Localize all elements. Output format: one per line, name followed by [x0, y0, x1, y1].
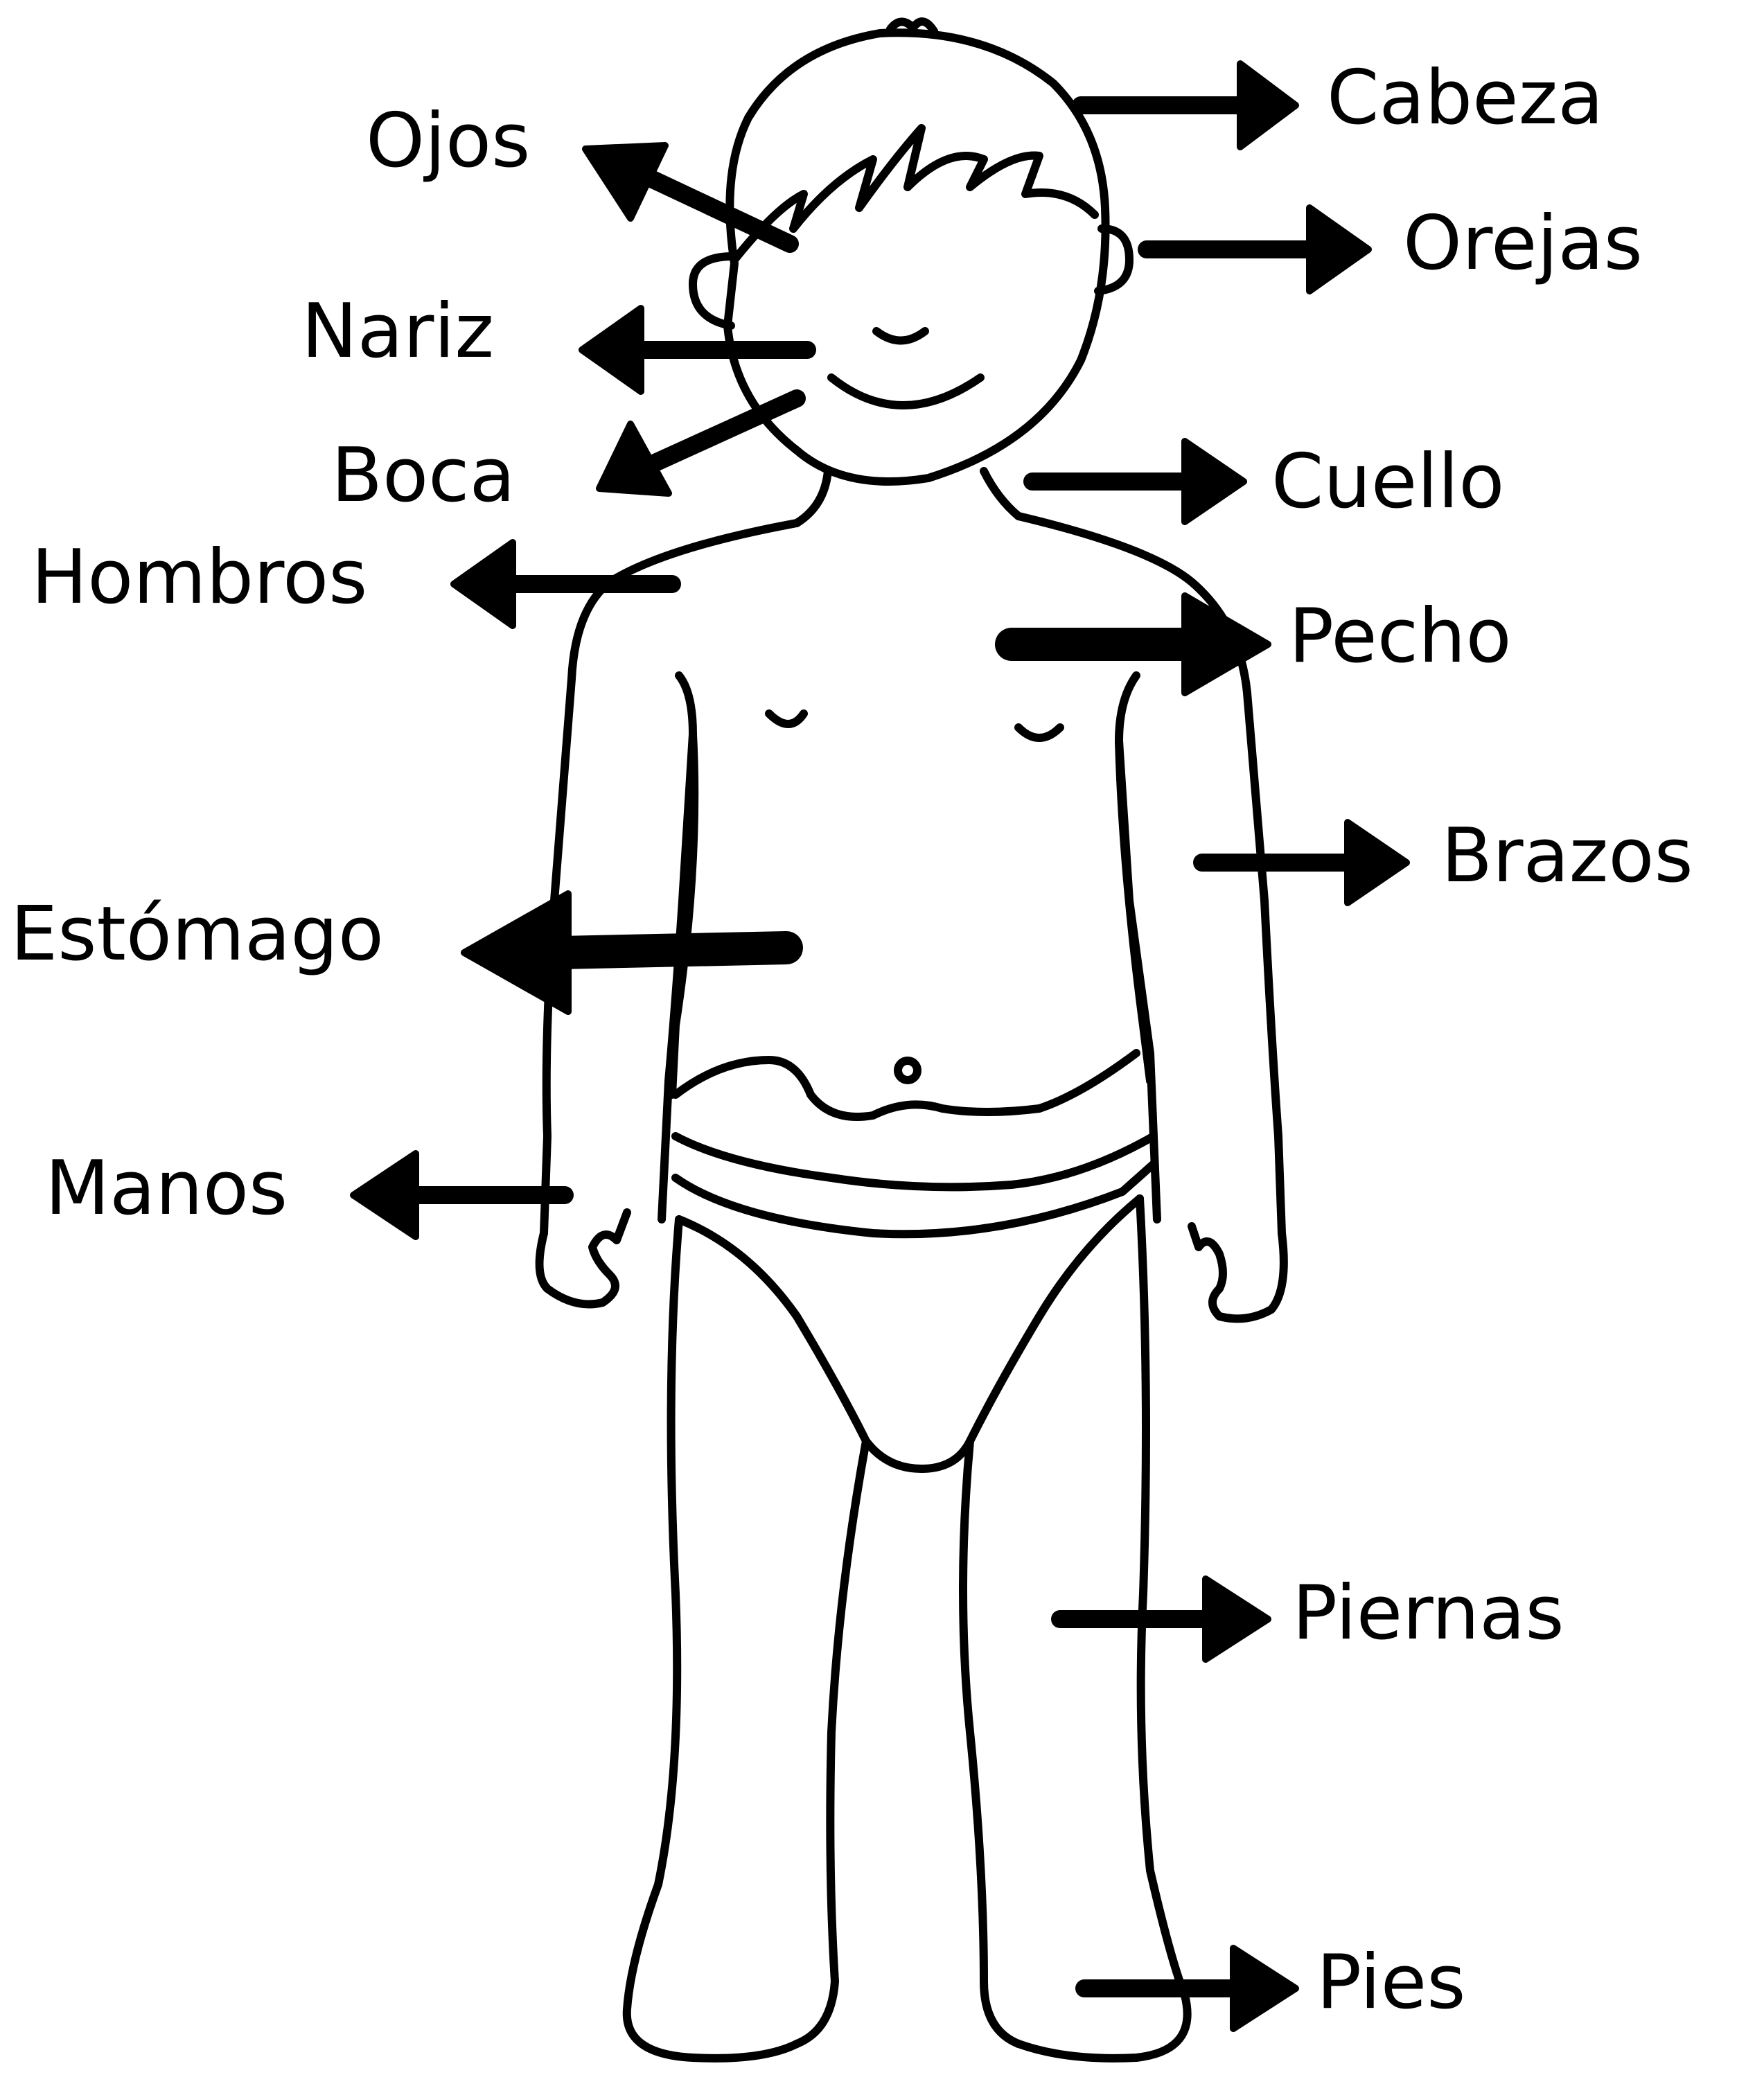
- right-hand: [1192, 1226, 1284, 1318]
- left-leg-outer: [627, 1219, 797, 2058]
- label-nariz: Nariz: [301, 288, 494, 375]
- neck-right: [984, 471, 1018, 516]
- label-boca: Boca: [331, 432, 515, 519]
- label-piernas: Piernas: [1292, 1570, 1564, 1657]
- underwear-left-leg: [679, 1219, 970, 1469]
- arrow-pecho: [1012, 596, 1268, 693]
- label-cabeza: Cabeza: [1327, 55, 1603, 141]
- label-brazos: Brazos: [1441, 813, 1693, 899]
- label-orejas: Orejas: [1403, 200, 1643, 287]
- left-hand: [540, 1212, 627, 1305]
- belly-button: [898, 1061, 917, 1080]
- arrow-hombros: [454, 542, 672, 626]
- label-estomago: Estómago: [10, 891, 384, 978]
- child-figure: [540, 21, 1284, 2058]
- left-nipple: [769, 714, 804, 724]
- label-pies: Pies: [1316, 1939, 1465, 2026]
- nose-curve: [876, 331, 925, 341]
- arrow-estomago: [464, 894, 786, 1012]
- head-outline: [727, 33, 1106, 482]
- arrow-manos: [353, 1154, 565, 1237]
- arrow-brazos: [1202, 822, 1406, 903]
- arrow-cabeza: [1081, 64, 1296, 147]
- label-hombros: Hombros: [31, 534, 367, 621]
- label-manos: Manos: [45, 1145, 288, 1232]
- waistband-bottom: [676, 1136, 1154, 1187]
- right-nipple: [1018, 727, 1060, 738]
- arrow-ojos: [585, 145, 790, 244]
- arrow-piernas: [1060, 1579, 1268, 1659]
- underwear-band-lower: [676, 1164, 1154, 1234]
- neck-left: [797, 471, 828, 523]
- arrow-boca: [599, 398, 797, 493]
- label-pecho: Pecho: [1289, 593, 1512, 680]
- underwear-right-leg: [970, 1199, 1140, 1441]
- arrow-cuello: [1032, 441, 1244, 522]
- arrows: [353, 64, 1406, 2029]
- label-cuello: Cuello: [1271, 439, 1504, 525]
- arrow-nariz: [582, 308, 807, 391]
- labels: Cabeza Ojos Orejas Nariz Boca Cuello Hom…: [10, 55, 1693, 2026]
- mouth-curve: [831, 378, 980, 405]
- right-leg-outer: [1018, 1199, 1188, 2058]
- label-ojos: Ojos: [366, 98, 530, 184]
- right-leg-inner: [963, 1441, 1018, 2044]
- arrow-orejas: [1147, 208, 1368, 291]
- left-leg-inner: [797, 1441, 866, 2044]
